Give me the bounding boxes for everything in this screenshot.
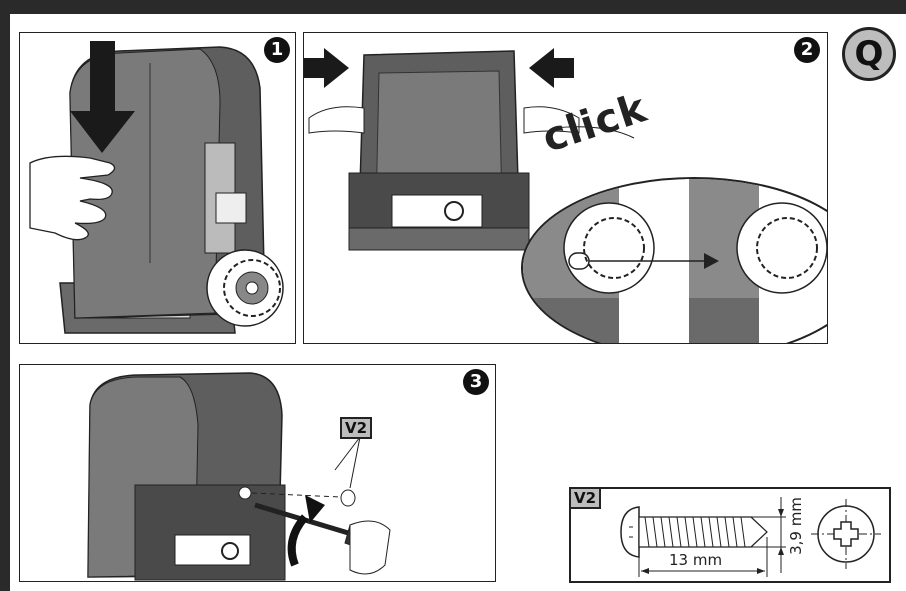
screw-detail-panel: V2 13 mm 3,9 mm	[569, 487, 891, 583]
step-1-badge: 1	[264, 37, 290, 63]
step-3-panel: 3 V2	[19, 364, 496, 582]
step-1-illustration	[20, 33, 296, 344]
step-2-illustration	[304, 33, 828, 344]
step-1-panel: 1	[19, 32, 296, 344]
screw-diameter-dimension: 3,9 mm	[787, 497, 805, 555]
step-3-badge: 3	[463, 369, 489, 395]
screw-drawing	[571, 489, 891, 583]
left-frame-bar	[0, 14, 10, 591]
screw-length-dimension: 13 mm	[669, 551, 722, 569]
step-3-illustration	[20, 365, 496, 582]
section-badge-q: Q	[842, 27, 896, 81]
step-2-panel: 2	[303, 32, 828, 344]
top-frame-bar	[0, 0, 906, 14]
step-2-badge: 2	[794, 37, 820, 63]
screw-detail-label: V2	[569, 487, 601, 509]
screw-callout-label: V2	[340, 417, 372, 439]
